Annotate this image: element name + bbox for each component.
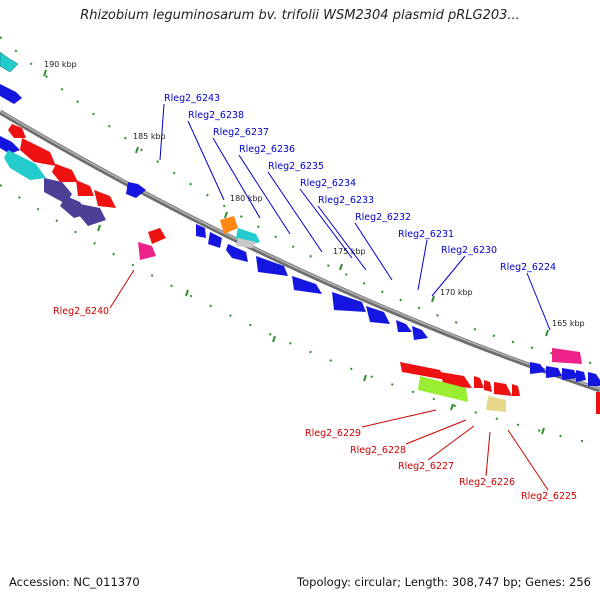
gene-label-rleg2-6229: Rleg2_6229 (305, 428, 361, 439)
gene-arrow (474, 376, 484, 388)
scale-label-165: 165 kbp (552, 319, 585, 328)
gene-arrow (0, 136, 20, 154)
gene-label-rleg2-6232: Rleg2_6232 (355, 212, 411, 223)
gene-lime (418, 376, 468, 402)
gene-arrow (52, 164, 78, 182)
gene-label-rleg2-6234: Rleg2_6234 (300, 178, 356, 189)
gene-arrow (94, 190, 116, 208)
gene-arrow (494, 382, 512, 396)
gene-arrow (512, 384, 520, 396)
gene-arrow (0, 84, 22, 104)
map-title: Rhizobium leguminosarum bv. trifolii WSM… (80, 8, 520, 23)
genes-value: 256 (569, 575, 591, 589)
scale-label-175: 175 kbp (333, 247, 366, 256)
gene-arrow (126, 182, 146, 198)
gene-label-rleg2-6227: Rleg2_6227 (398, 461, 454, 472)
forward-genes (0, 51, 600, 386)
gene-magenta (552, 348, 582, 364)
major-ticks (43, 69, 549, 435)
gene-arrow (226, 244, 248, 262)
gene-arrow (0, 51, 19, 73)
gene-arrow (562, 368, 578, 380)
scale-label-170: 170 kbp (440, 288, 473, 297)
gene-label-rleg2-6231: Rleg2_6231 (398, 229, 454, 240)
gene-arrow (20, 138, 56, 166)
gene-label-rleg2-6226: Rleg2_6226 (459, 477, 515, 488)
gene-arrow (546, 366, 562, 378)
gene-orange (220, 216, 238, 234)
gene-arrow (576, 370, 586, 382)
gene-arrow (596, 392, 600, 414)
gene-arrow (484, 380, 492, 392)
reverse-leaders (109, 269, 549, 491)
gene-red (148, 228, 166, 244)
length-label: Length: (404, 575, 449, 589)
gene-label-rleg2-6238: Rleg2_6238 (188, 110, 244, 121)
gene-arrow (396, 320, 412, 332)
gene-gray (236, 238, 256, 248)
gene-khaki (486, 396, 506, 412)
scale-labels: 190 kbp 185 kbp 180 kbp 175 kbp 170 kbp … (44, 60, 585, 328)
gene-arrow (400, 362, 446, 380)
gene-label-rleg2-6228: Rleg2_6228 (350, 445, 406, 456)
gene-arrow (8, 124, 26, 138)
plasmid-backbone (0, 109, 600, 393)
gene-slate (44, 178, 72, 204)
scale-label-190: 190 kbp (44, 60, 77, 69)
plasmid-backbone-highlight (0, 110, 600, 390)
gene-label-rleg2-6225: Rleg2_6225 (521, 491, 577, 502)
gene-cyan (4, 150, 46, 180)
sequence-summary: Topology: circular; Length: 308,747 bp; … (297, 575, 591, 589)
gene-arrow (530, 362, 546, 374)
forward-leaders (159, 103, 551, 331)
gene-magenta (138, 242, 156, 260)
topology-label: Topology: (297, 575, 351, 589)
gene-arrow (412, 326, 428, 340)
accession-value: NC_011370 (73, 575, 140, 589)
gene-label-rleg2-6230: Rleg2_6230 (441, 245, 497, 256)
gene-label-rleg2-6236: Rleg2_6236 (239, 144, 295, 155)
reverse-genes (0, 124, 600, 414)
gene-arrow (588, 372, 600, 386)
scale-label-185: 185 kbp (133, 132, 166, 141)
topology-value: circular (354, 575, 398, 589)
gene-arrow (196, 224, 206, 238)
genes-label: Genes: (525, 575, 566, 589)
scale-label-180: 180 kbp (230, 194, 263, 203)
gene-arrow (292, 276, 322, 294)
gene-label-rleg2-6224: Rleg2_6224 (500, 262, 556, 273)
accession-info: Accession: NC_011370 (9, 575, 140, 589)
gene-label-rleg2-6235: Rleg2_6235 (268, 161, 324, 172)
gene-label-rleg2-6243: Rleg2_6243 (164, 93, 220, 104)
reverse-gene-labels: Rleg2_6240 Rleg2_6229 Rleg2_6228 Rleg2_6… (53, 306, 577, 502)
gene-arrow (256, 256, 288, 276)
gene-slate (78, 204, 106, 226)
gene-label-rleg2-6240: Rleg2_6240 (53, 306, 109, 317)
forward-gene-labels: Rleg2_6243 Rleg2_6238 Rleg2_6237 Rleg2_6… (164, 93, 556, 273)
accession-label: Accession: (9, 575, 70, 589)
length-value: 308,747 bp (451, 575, 518, 589)
gene-arrow (366, 306, 390, 324)
gene-arrow (208, 232, 222, 248)
gene-label-rleg2-6237: Rleg2_6237 (213, 127, 269, 138)
gene-label-rleg2-6233: Rleg2_6233 (318, 195, 374, 206)
gene-arrow (332, 292, 366, 312)
gene-arrow (76, 180, 94, 196)
